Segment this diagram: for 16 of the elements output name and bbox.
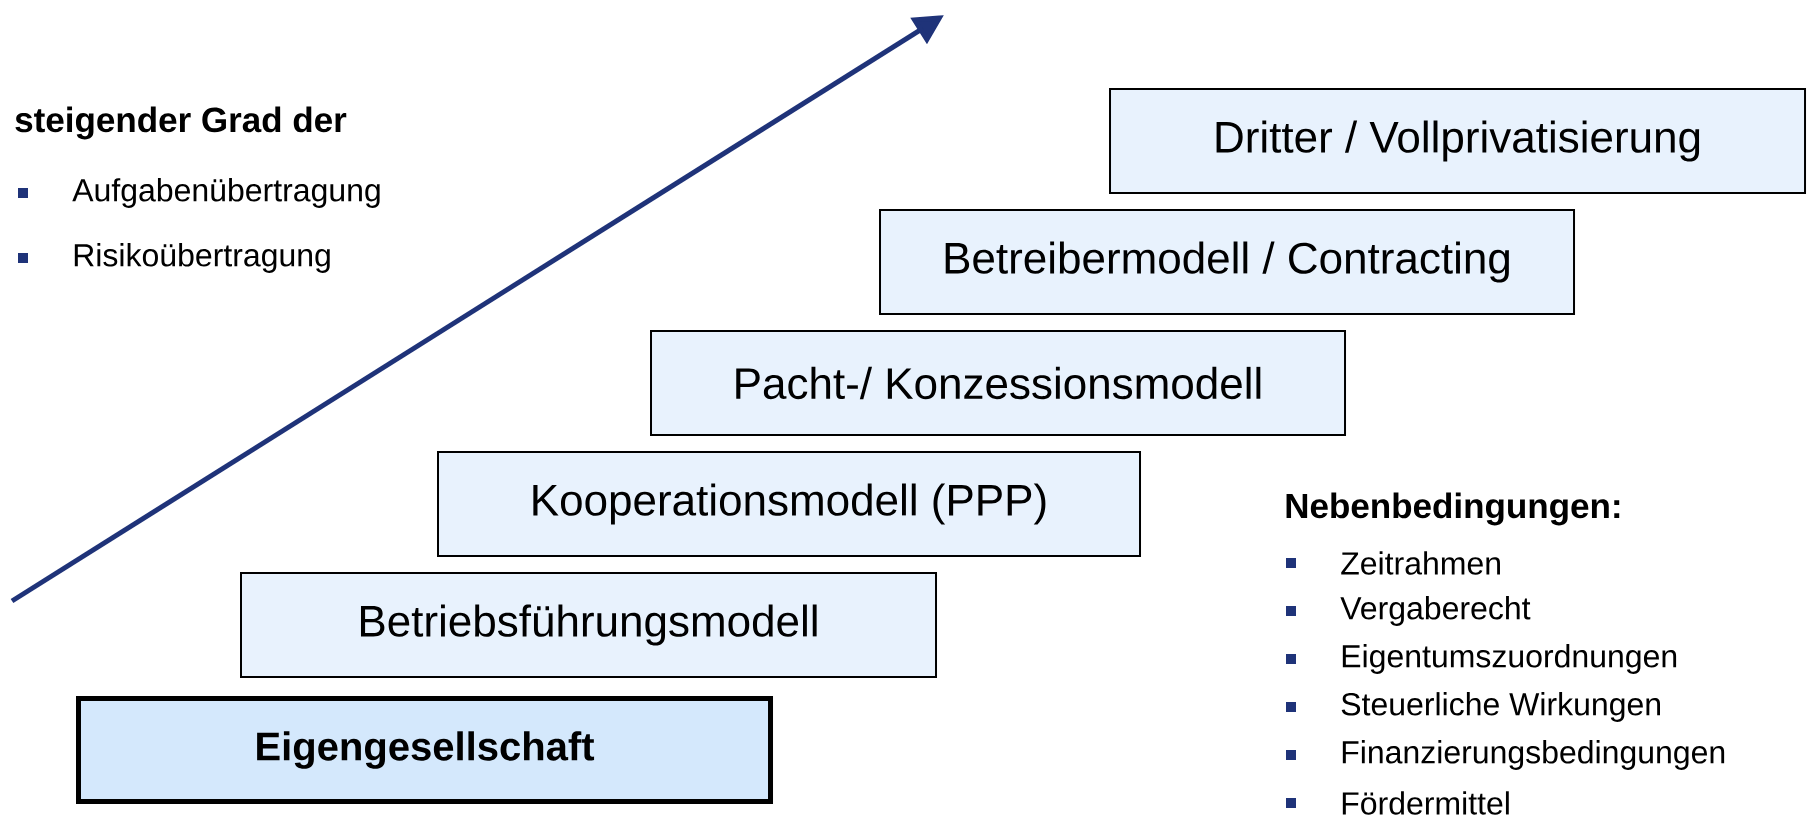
step-box: Betriebsführungsmodell xyxy=(240,572,937,678)
list-item: Aufgabenübertragung xyxy=(72,178,380,208)
list-item: Eigentumszuordnungen xyxy=(1342,644,1677,674)
step-box: Dritter / Vollprivatisierung xyxy=(1109,88,1807,194)
list-item: Finanzierungsbedingungen xyxy=(1342,740,1725,770)
list-item: Steuerliche Wirkungen xyxy=(1341,692,1660,722)
list-item: Zeitrahmen xyxy=(1341,551,1500,575)
list-item: Risikoübertragung xyxy=(74,243,330,273)
step-box: Kooperationsmodell (PPP) xyxy=(437,451,1141,557)
step-box: Eigengesellschaft xyxy=(76,696,773,804)
list-item: Vergaberecht xyxy=(1340,596,1531,626)
heading: Nebenbedingungen: xyxy=(1286,492,1620,526)
step-box: Pacht-/ Konzessionsmodell xyxy=(650,330,1346,436)
heading: steigender Grad der xyxy=(15,106,347,140)
step-box: Betreibermodell / Contracting xyxy=(879,209,1575,315)
list-item: Fördermittel xyxy=(1342,791,1509,815)
